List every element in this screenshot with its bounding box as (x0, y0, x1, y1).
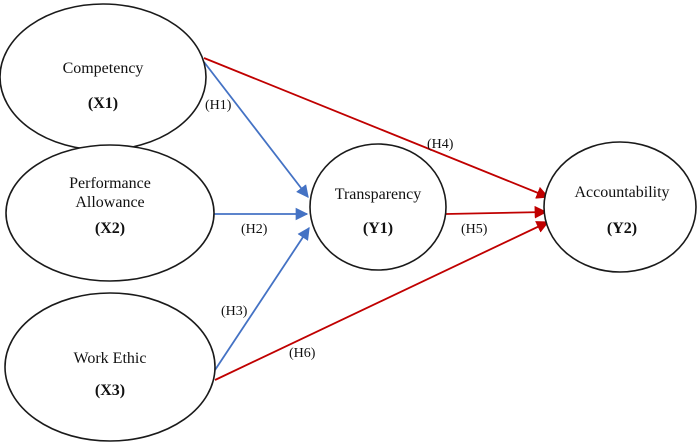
edge-h5-y1-to-y2 (445, 205, 548, 219)
node-name: Competency (63, 60, 144, 77)
node-transparency-y1: Transparency (Y1) (309, 143, 447, 271)
node-name-line-2: Allowance (75, 194, 144, 211)
node-name-line-1: Performance (69, 175, 151, 192)
node-competency-x1: Competency (X1) (0, 3, 207, 151)
edge-h1-x1-to-y1 (203, 61, 309, 198)
node-name: Work Ethic (74, 350, 147, 367)
hypothesis-label-h3: (H3) (221, 304, 248, 319)
edge-h3-x3-to-y1 (214, 226, 310, 371)
hypothesis-label-h6: (H6) (289, 346, 316, 361)
edge-h6-x3-to-y2 (214, 221, 550, 381)
edges (203, 57, 550, 381)
node-code: (Y1) (363, 220, 393, 237)
node-work-ethic-x3: Work Ethic (X3) (4, 292, 216, 442)
node-name: Accountability (574, 184, 669, 201)
hypothesis-labels: (H1) (H2) (H3) (H4) (H5) (H6) (205, 98, 488, 361)
hypothesis-label-h4: (H4) (427, 137, 454, 152)
hypothesis-label-h1: (H1) (205, 98, 232, 113)
node-code: (X1) (88, 95, 118, 112)
node-code: (X3) (95, 382, 125, 399)
hypothesis-label-h5: (H5) (461, 222, 488, 237)
node-performance-allowance-x2: Performance Allowance (X2) (5, 144, 215, 282)
node-name: Transparency (335, 186, 422, 203)
node-code: (Y2) (607, 220, 637, 237)
edge-h4-x1-to-y2 (203, 57, 550, 199)
hypothesis-label-h2: (H2) (241, 222, 268, 237)
node-code: (X2) (95, 220, 125, 237)
node-accountability-y2: Accountability (Y2) (543, 141, 697, 273)
